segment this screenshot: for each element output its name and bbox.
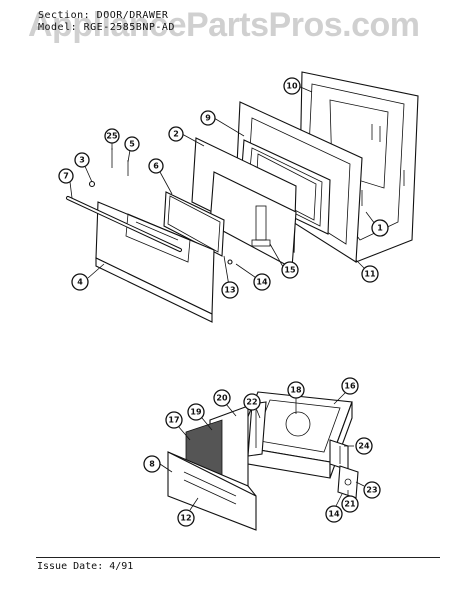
- footer-rule: [36, 557, 440, 558]
- svg-text:22: 22: [246, 398, 257, 407]
- callout-1: 1: [371, 219, 389, 237]
- svg-text:3: 3: [79, 156, 85, 165]
- watermark: AppliancePartsPros.com: [28, 6, 420, 44]
- callout-12: 12: [177, 509, 195, 527]
- drawer-assembly: 18 16 20 22 19 17 24 8 23 21 14 12: [143, 377, 381, 531]
- svg-text:4: 4: [77, 278, 83, 287]
- callout-9: 9: [200, 110, 216, 126]
- drawer-leader-lines: [159, 391, 365, 511]
- callout-18: 18: [287, 381, 305, 399]
- outer-door-panel: [95, 201, 215, 323]
- svg-text:24: 24: [358, 442, 370, 451]
- svg-text:16: 16: [344, 382, 356, 391]
- callout-13: 13: [221, 281, 239, 299]
- section-label: Section: DOOR/DRAWER: [38, 10, 169, 21]
- callout-25: 25: [104, 128, 120, 144]
- callout-2: 2: [168, 126, 184, 142]
- drawer-front-panel: [167, 451, 257, 531]
- svg-text:11: 11: [364, 270, 376, 279]
- door-insulation: [163, 191, 225, 257]
- door-assembly: 10 9 2 25 5 3 6 7 4 13 14 15 11 1: [58, 71, 419, 323]
- callout-5: 5: [124, 136, 140, 152]
- svg-text:25: 25: [106, 132, 118, 141]
- model-label: Model: RGE-2585BNP-AD: [38, 22, 175, 33]
- callout-14: 14: [253, 273, 271, 291]
- svg-text:2: 2: [173, 130, 179, 139]
- callout-15: 15: [281, 261, 299, 279]
- callout-21: 21: [341, 495, 359, 513]
- svg-text:20: 20: [216, 394, 228, 403]
- drawer-rails: [247, 401, 349, 471]
- svg-text:13: 13: [224, 286, 235, 295]
- svg-text:18: 18: [290, 386, 302, 395]
- door-handle: [66, 196, 182, 252]
- callout-17: 17: [165, 411, 183, 429]
- callout-24: 24: [355, 437, 373, 455]
- callout-4: 4: [71, 273, 89, 291]
- svg-text:10: 10: [286, 82, 298, 91]
- callout-22: 22: [243, 393, 261, 411]
- callout-7: 7: [58, 168, 74, 184]
- callout-3: 3: [74, 152, 90, 168]
- door-screws: [88, 148, 233, 265]
- svg-text:8: 8: [149, 460, 155, 469]
- callout-19: 19: [187, 403, 205, 421]
- callout-20: 20: [213, 389, 231, 407]
- callout-23: 23: [363, 481, 381, 499]
- callout-8: 8: [143, 455, 161, 473]
- issue-date: Issue Date: 4/91: [37, 561, 134, 572]
- svg-text:17: 17: [168, 416, 179, 425]
- svg-text:9: 9: [205, 114, 211, 123]
- svg-text:12: 12: [180, 514, 191, 523]
- callout-10: 10: [283, 77, 301, 95]
- svg-text:19: 19: [190, 408, 202, 417]
- callout-14-drawer: 14: [325, 505, 343, 523]
- svg-text:15: 15: [284, 266, 296, 275]
- svg-text:7: 7: [63, 172, 69, 181]
- svg-text:5: 5: [129, 140, 135, 149]
- diagram-header: Section: DOOR/DRAWER Model: RGE-2585BNP-…: [38, 10, 175, 34]
- svg-text:23: 23: [366, 486, 377, 495]
- svg-text:21: 21: [344, 500, 356, 509]
- callout-16: 16: [341, 377, 359, 395]
- svg-text:6: 6: [153, 162, 159, 171]
- svg-text:14: 14: [256, 278, 268, 287]
- svg-text:1: 1: [377, 224, 383, 233]
- callout-6: 6: [148, 158, 164, 174]
- callout-11: 11: [361, 265, 379, 283]
- svg-text:14: 14: [328, 510, 340, 519]
